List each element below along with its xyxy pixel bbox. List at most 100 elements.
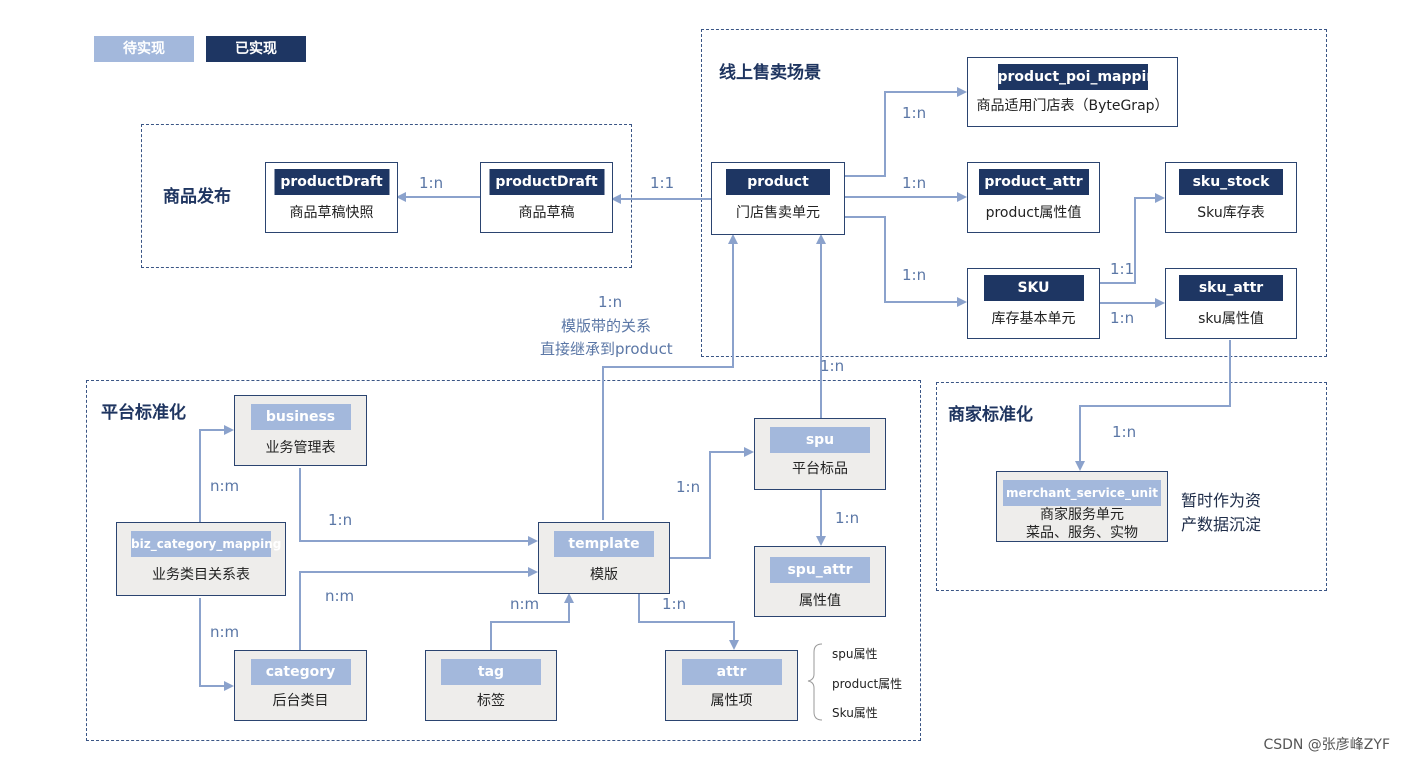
- node-sku[interactable]: SKU 库存基本单元: [967, 268, 1100, 339]
- node-sku-attr[interactable]: sku_attr sku属性值: [1165, 268, 1297, 339]
- attr-type-spu: spu属性: [832, 647, 878, 661]
- edge-tag-template: [490, 593, 574, 650]
- group-merchant-title: 商家标准化: [948, 405, 1033, 425]
- attr-types-brace: [807, 643, 823, 721]
- node-tag: sku_stock: [1179, 169, 1283, 195]
- node-biz-category-mapping[interactable]: biz_category_mapping 业务类目关系表: [116, 522, 286, 596]
- node-tag: merchant_service_unit: [1003, 480, 1161, 506]
- edge-template-product: [602, 234, 738, 520]
- node-sub: 属性项: [710, 693, 753, 709]
- group-platform-title: 平台标准化: [101, 403, 186, 423]
- group-platform: [86, 380, 921, 741]
- node-tag: business: [250, 404, 351, 430]
- edge-skuattr-merchant: [1075, 340, 1231, 471]
- node-sub: 平台标品: [792, 461, 848, 477]
- node-spu-attr[interactable]: spu_attr 属性值: [754, 546, 886, 617]
- node-sub: 商家服务单元: [1040, 507, 1124, 523]
- node-tag: tag: [441, 659, 541, 685]
- node-product[interactable]: product 门店售卖单元: [711, 162, 845, 235]
- rel-product-sku: 1:n: [902, 266, 927, 284]
- rel-sku-stock: 1:1: [1110, 260, 1135, 278]
- rel-product-poi: 1:n: [902, 104, 927, 122]
- legend-done: 已实现: [206, 36, 306, 62]
- edge-business-template: [299, 468, 538, 546]
- edge-template-spu: [670, 447, 754, 559]
- node-spu[interactable]: spu 平台标品: [754, 418, 886, 490]
- node-product-draft[interactable]: productDraft 商品草稿: [480, 162, 613, 233]
- edge-product-sku: [845, 216, 967, 307]
- node-sub: 业务管理表: [265, 440, 336, 456]
- rel-tag-template: n:m: [510, 595, 540, 613]
- node-tag-entity[interactable]: tag 标签: [425, 650, 557, 721]
- rel-category-template: n:m: [325, 587, 355, 605]
- node-sub-2: 菜品、服务、实物: [1026, 525, 1138, 541]
- rel-spu-product: 1:n: [820, 357, 845, 375]
- group-merchant: [936, 382, 1327, 591]
- node-tag: spu: [770, 427, 870, 453]
- rel-product-draft: 1:1: [650, 174, 675, 192]
- watermark: CSDN @张彦峰ZYF: [1263, 737, 1390, 753]
- node-sub: Sku库存表: [1197, 205, 1265, 221]
- rel-biz-business: n:m: [210, 477, 240, 495]
- rel-template-product-1: 1:n: [598, 293, 623, 311]
- rel-template-attr: 1:n: [662, 595, 687, 613]
- edge-product-poi: [845, 87, 967, 177]
- node-sub: 属性值: [799, 593, 841, 609]
- merchant-note-line-2: 产数据沉淀: [1181, 515, 1262, 534]
- group-publish-title: 商品发布: [163, 187, 231, 207]
- node-sub: 门店售卖单元: [736, 205, 820, 221]
- node-product-poi-mapping[interactable]: product_poi_mapping 商品适用门店表（ByteGrap）: [967, 57, 1178, 127]
- node-sku-stock[interactable]: sku_stock Sku库存表: [1165, 162, 1297, 233]
- rel-spu-spuattr: 1:n: [835, 509, 860, 527]
- node-sub: 商品草稿快照: [289, 205, 374, 221]
- merchant-note-line-1: 暂时作为资: [1181, 491, 1262, 510]
- edge-biz-business: [199, 425, 234, 522]
- legend-pending: 待实现: [94, 36, 194, 62]
- node-tag: product_poi_mapping: [997, 64, 1166, 90]
- node-tag: template: [554, 531, 654, 557]
- node-sub: 库存基本单元: [991, 311, 1076, 327]
- node-sub: 业务类目关系表: [152, 567, 250, 583]
- attr-type-product: product属性: [832, 677, 903, 691]
- attr-type-sku: Sku属性: [832, 706, 878, 720]
- node-product-draft-snapshot[interactable]: productDraft 商品草稿快照: [265, 162, 398, 233]
- node-category[interactable]: category 后台类目: [234, 650, 367, 721]
- node-sub: 后台类目: [272, 693, 329, 709]
- edge-sku-stock: [1100, 193, 1165, 284]
- node-product-attr[interactable]: product_attr product属性值: [967, 162, 1100, 233]
- node-tag: productDraft: [274, 169, 389, 195]
- rel-template-product-2: 模版带的关系: [561, 317, 652, 335]
- edge-template-attr: [638, 594, 739, 650]
- node-attr[interactable]: attr 属性项: [665, 650, 798, 721]
- node-business[interactable]: business 业务管理表: [234, 395, 367, 466]
- group-publish: [141, 124, 632, 268]
- node-sub: 商品适用门店表（ByteGrap）: [976, 98, 1169, 114]
- node-sub: sku属性值: [1198, 311, 1264, 327]
- node-tag: SKU: [983, 275, 1084, 301]
- rel-draft-snap: 1:n: [419, 174, 444, 192]
- node-sub: 标签: [477, 693, 505, 709]
- group-online: [701, 29, 1327, 357]
- rel-skuattr-merchant: 1:n: [1112, 423, 1137, 441]
- node-tag: biz_category_mapping: [131, 531, 281, 557]
- rel-template-product-3: 直接继承到product: [540, 340, 673, 358]
- node-tag: productDraft: [489, 169, 604, 195]
- node-tag: product_attr: [978, 169, 1089, 195]
- rel-template-spu: 1:n: [676, 478, 701, 496]
- rel-biz-category: n:m: [210, 623, 240, 641]
- node-template[interactable]: template 模版: [538, 522, 670, 594]
- rel-sku-attr: 1:n: [1110, 309, 1135, 327]
- rel-business-template: 1:n: [328, 511, 353, 529]
- node-merchant-service-unit[interactable]: merchant_service_unit 商家服务单元 菜品、服务、实物: [996, 471, 1168, 542]
- edge-biz-category: [199, 598, 234, 691]
- node-tag: attr: [681, 659, 782, 685]
- node-sub: 模版: [590, 567, 618, 583]
- rel-product-attr: 1:n: [902, 174, 927, 192]
- node-tag: spu_attr: [770, 557, 870, 583]
- node-tag: category: [250, 659, 351, 685]
- node-sub: product属性值: [985, 205, 1082, 221]
- node-sub: 商品草稿: [518, 205, 575, 221]
- edge-category-template: [299, 567, 538, 650]
